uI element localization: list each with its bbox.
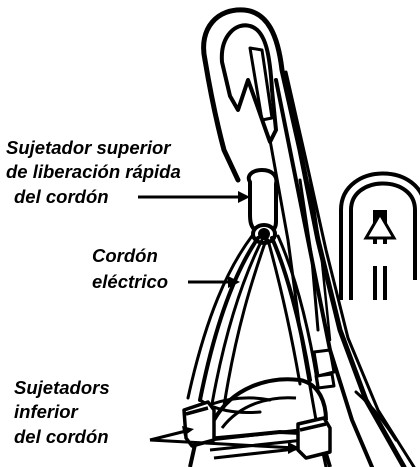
label-upper-clip-line1: Sujetador superior	[6, 137, 172, 158]
label-upper-clip-line3: del cordón	[14, 186, 109, 207]
lower-cord-clips	[184, 402, 330, 458]
label-lower-clips-line3: del cordón	[14, 426, 109, 447]
label-lower-clips: Sujetadors inferior del cordón	[14, 377, 110, 447]
u-turn-arrow-icon	[346, 179, 420, 301]
label-cord-line2: eléctrico	[92, 271, 168, 292]
upper-cord-clip	[249, 170, 277, 243]
label-lower-clips-line2: inferior	[14, 401, 80, 422]
label-lower-clips-line1: Sujetadors	[14, 377, 110, 398]
label-upper-clip-line2: de liberación rápida	[6, 161, 181, 182]
label-cord: Cordón eléctrico	[92, 245, 168, 292]
label-cord-line1: Cordón	[92, 245, 158, 266]
